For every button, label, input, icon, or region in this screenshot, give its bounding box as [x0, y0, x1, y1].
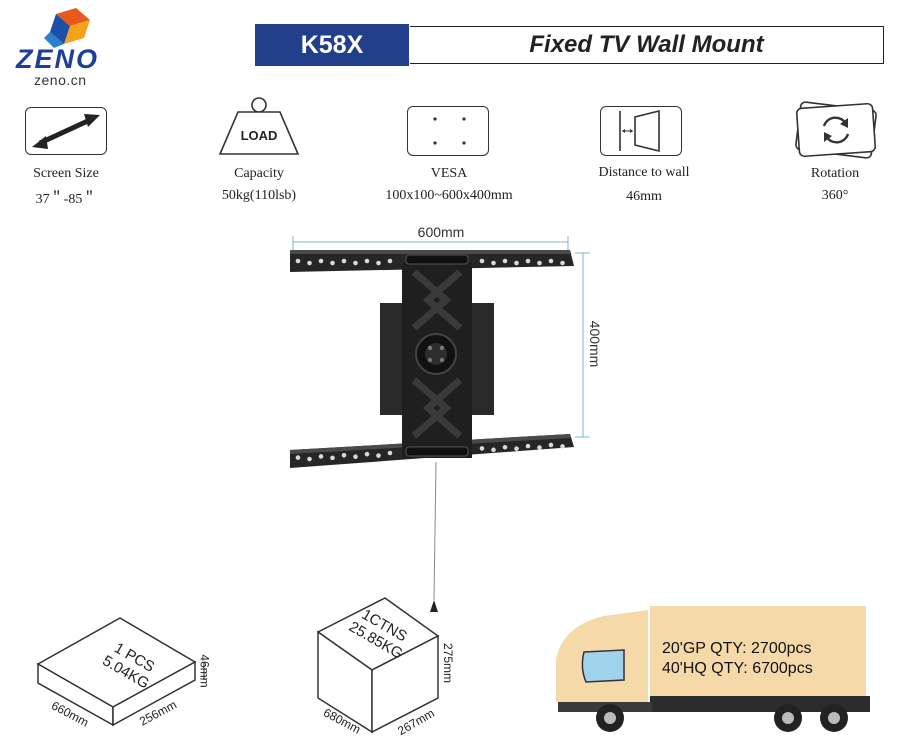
rail-hole	[514, 446, 519, 451]
rail-hole	[364, 451, 370, 457]
spec-label-distance: Distance to wall	[598, 165, 690, 180]
gp20-quantity: 20'GP QTY: 2700pcs	[662, 640, 812, 657]
spec-label-screen-size: Screen Size	[33, 166, 99, 181]
rail-hole	[514, 260, 519, 266]
carton-box-drawing	[316, 597, 440, 734]
width-dimension-label: 600mm	[417, 224, 465, 240]
rail-hole	[387, 258, 393, 264]
rail-hole	[479, 258, 485, 264]
rail-hole	[502, 444, 508, 450]
pull-string	[433, 461, 437, 601]
spec-value-capacity: 50kg(110lsb)	[221, 188, 297, 203]
height-dimension-label: 400mm	[587, 320, 603, 368]
load-icon-text: LOAD	[240, 128, 278, 143]
rail-hole	[295, 455, 301, 460]
brand-name: ZENO	[16, 44, 100, 74]
truck-icon	[556, 606, 870, 732]
vesa-icon-box	[407, 106, 489, 156]
product-title: Fixed TV Wall Mount	[410, 26, 884, 64]
rail-hole	[341, 258, 347, 264]
rail-hole	[376, 260, 381, 266]
rail-hole	[330, 455, 335, 461]
model-badge: K58X	[255, 24, 409, 66]
spec-label-capacity: Capacity	[234, 166, 284, 181]
brand-site: zeno.cn	[34, 72, 87, 88]
rail-hole	[364, 258, 370, 264]
zeno-logo-icon	[44, 8, 90, 48]
rail-hole	[548, 258, 554, 264]
rail-hole	[537, 445, 542, 450]
pull-weight	[430, 600, 438, 612]
rail-hole	[341, 453, 347, 458]
wall-distance-icon-box	[600, 106, 682, 156]
spec-value-rotation: 360°	[821, 188, 849, 203]
rotation-icon	[795, 101, 877, 159]
rail-hole	[307, 456, 312, 462]
width-dimension	[292, 236, 569, 252]
rail-hole	[387, 450, 393, 456]
rail-hole	[502, 258, 508, 264]
hq40-quantity: 40'HQ QTY: 6700pcs	[662, 660, 813, 677]
rail-hole	[318, 454, 324, 459]
rail-hole	[353, 260, 358, 266]
vesa-holes-icon	[433, 117, 466, 145]
rail-hole	[491, 260, 496, 266]
rail-hole	[525, 258, 531, 264]
rail-hole	[295, 258, 301, 264]
rail-hole	[560, 260, 565, 266]
screen-size-icon-box	[25, 107, 107, 155]
rail-hole	[548, 442, 554, 448]
single-box-drawing	[36, 617, 205, 727]
spec-value-screen-size: 37＂-85＂	[35, 192, 97, 207]
spec-label-vesa: VESA	[430, 166, 468, 181]
wall-distance-icon	[619, 109, 660, 153]
rail-hole	[376, 453, 381, 458]
single-box-height: 46mm	[197, 654, 212, 688]
height-dimension	[575, 252, 590, 438]
rail-hole	[479, 446, 485, 451]
rail-hole	[560, 444, 565, 449]
rail-hole	[537, 260, 542, 266]
arrow-diagonal-icon	[32, 114, 100, 149]
spec-label-rotation: Rotation	[810, 166, 860, 181]
spec-value-vesa: 100x100~600x400mm	[385, 188, 513, 203]
rail-hole	[491, 447, 496, 453]
spec-value-distance: 46mm	[626, 189, 662, 204]
rail-hole	[307, 260, 312, 266]
wall-plate-right	[472, 303, 494, 415]
load-weight-icon	[218, 97, 300, 155]
rail-hole	[525, 443, 531, 449]
carton-height: 275mm	[441, 642, 456, 684]
rail-hole	[353, 454, 358, 460]
rail-hole	[318, 258, 324, 264]
rail-hole	[330, 260, 335, 266]
